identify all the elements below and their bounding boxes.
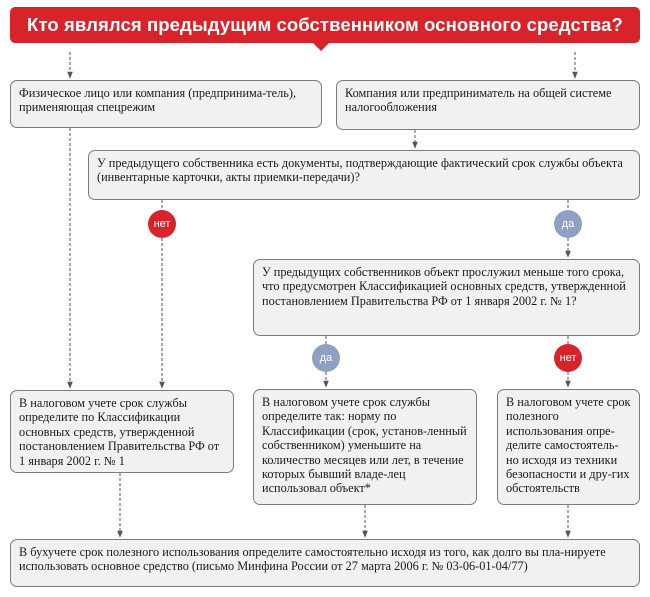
node-tax-reduce: В налоговом учете срок службы определите… — [253, 389, 477, 505]
badge-yes-docs: да — [554, 210, 582, 238]
node-tax-self: В налоговом учете срок полезного использ… — [497, 389, 640, 505]
title-pointer — [312, 42, 330, 51]
badge-no-term: нет — [554, 344, 582, 372]
node-tax-classification: В налоговом учете срок службы определите… — [10, 390, 234, 473]
badge-yes-term: да — [312, 344, 340, 372]
node-docs-question: У предыдущего собственника есть документ… — [88, 150, 640, 200]
diagram-title: Кто являлся предыдущим собственником осн… — [10, 7, 640, 43]
node-individual: Физическое лицо или компания (предприним… — [10, 80, 322, 128]
badge-no-docs: нет — [148, 210, 176, 238]
node-term-question: У предыдущих собственников объект прослу… — [253, 259, 640, 336]
node-accounting: В бухучете срок полезного использования … — [10, 539, 640, 587]
node-general: Компания или предприниматель на общей си… — [336, 80, 640, 130]
